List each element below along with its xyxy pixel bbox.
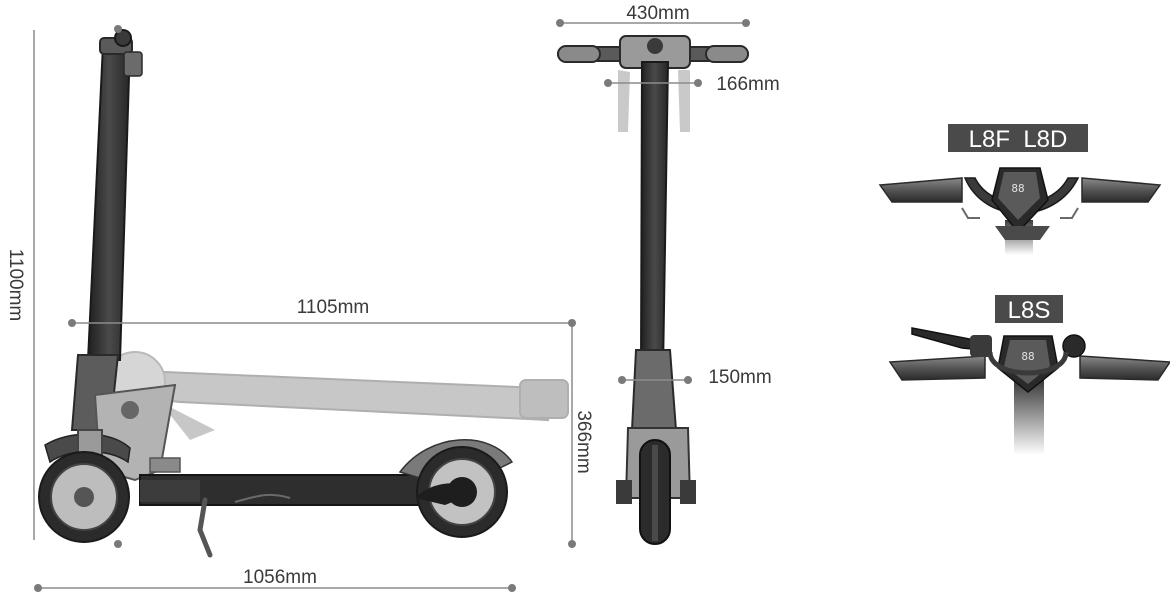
wheel-front-view [616, 427, 696, 545]
rear-wheel [398, 439, 514, 538]
right-grip-bottom [1079, 355, 1170, 381]
deck-height-label: 366mm [573, 410, 594, 473]
variant-l8s: L8S 88 [888, 295, 1170, 455]
side-view [38, 29, 569, 558]
variant-l8f-l8d: L8F L8D 88 [878, 124, 1162, 255]
total-length-label: 1056mm [243, 567, 317, 588]
wheel-width-label: 150mm [708, 367, 771, 388]
dimension-lines-front [560, 22, 746, 381]
dimension-dots-side [34, 25, 576, 592]
display-digits-bottom: 88 [1021, 350, 1034, 363]
stem-bottom-variant [1014, 380, 1044, 455]
folded-length-label: 1105mm [297, 297, 370, 318]
right-grip-top [1081, 177, 1162, 203]
variant-tag-bottom [995, 295, 1063, 323]
dimension-dots-front [556, 19, 750, 384]
variant-tag-top [948, 124, 1088, 152]
fork-head [630, 349, 678, 431]
left-grip-bottom [888, 355, 986, 381]
left-grip-top [878, 177, 963, 203]
front-wheel [38, 429, 131, 543]
stem-front [639, 61, 670, 371]
dimension-lines-side [33, 30, 573, 589]
variant-label-top: L8F L8D [969, 126, 1068, 153]
height-label: 1100mm [5, 249, 26, 322]
handlebar-width-label: 430mm [626, 3, 689, 24]
grip-spacing-label: 166mm [716, 74, 779, 95]
fold-joint [93, 383, 181, 482]
front-view [557, 35, 749, 545]
display-digits-top: 88 [1011, 182, 1024, 195]
variant-label-bottom: L8S [1008, 297, 1051, 324]
handlebar-front [557, 35, 749, 132]
bell [1062, 334, 1086, 358]
